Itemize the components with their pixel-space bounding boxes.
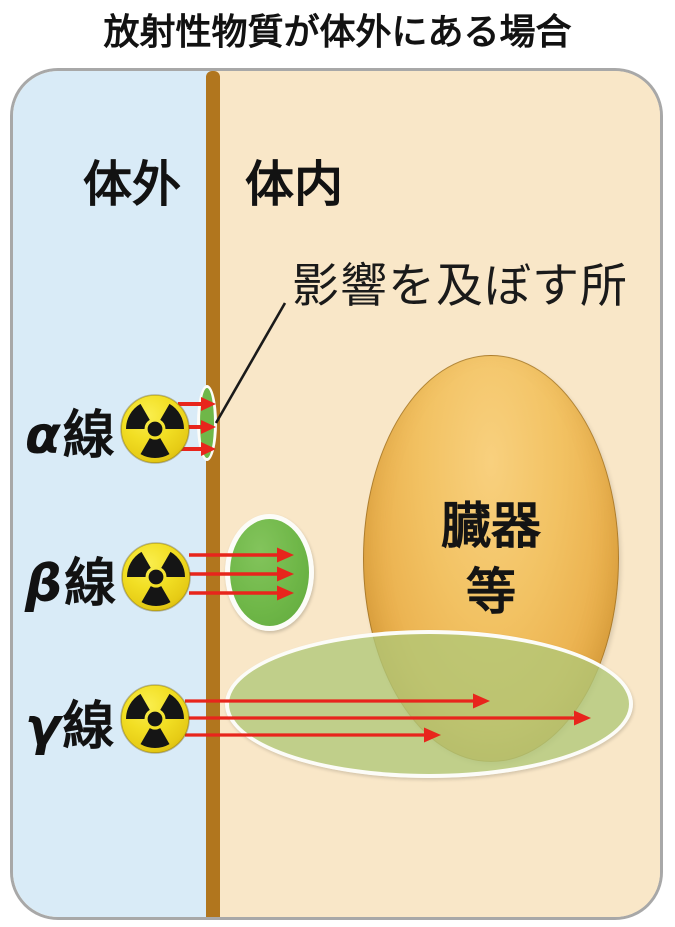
- beta-suffix: 線: [64, 555, 117, 613]
- region-outside-body: [13, 71, 213, 917]
- beta-ray-label: β線: [25, 541, 116, 616]
- alpha-impact-area: [197, 385, 217, 461]
- alpha-ray-label: α線: [25, 393, 115, 468]
- organ-label-line1: 臓器: [441, 497, 541, 554]
- skin-divider: [206, 71, 220, 917]
- body-boundary-frame: 臓器 等: [10, 68, 663, 920]
- affected-area-label: 影響を及ぼす所: [292, 259, 628, 312]
- alpha-suffix: 線: [62, 407, 115, 465]
- gamma-impact-area: [225, 630, 633, 778]
- page-title: 放射性物質が体外にある場合: [103, 11, 572, 52]
- organ-label-line2: 等: [466, 563, 516, 620]
- gamma-symbol: γ: [25, 697, 61, 757]
- alpha-symbol: α: [25, 406, 61, 466]
- outside-body-label: 体外: [82, 158, 181, 212]
- beta-impact-area: [225, 514, 314, 631]
- inside-body-label: 体内: [244, 158, 343, 212]
- beta-symbol: β: [25, 554, 63, 614]
- gamma-ray-label: γ線: [25, 684, 114, 759]
- gamma-suffix: 線: [62, 698, 115, 756]
